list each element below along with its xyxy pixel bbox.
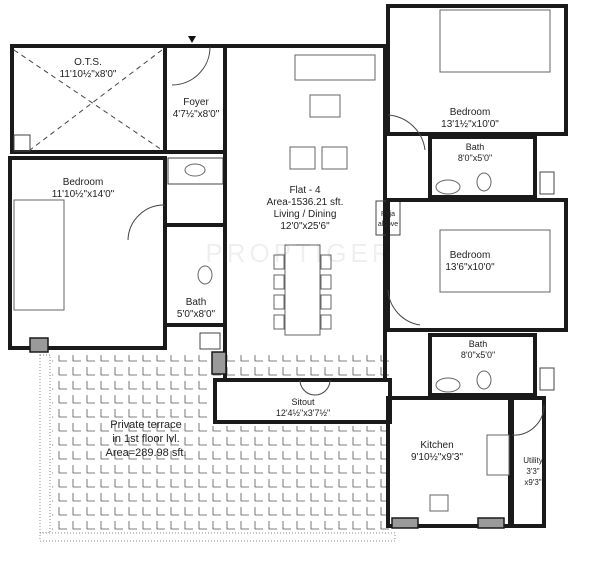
utility [510,396,546,528]
bedroom-mid-right [386,198,568,332]
bath-top-right-label: Bath [466,142,485,152]
bath-mid-right-label: Bath [469,339,488,349]
bedroom-left-label: Bedroom [63,177,104,188]
dining-table-icon [284,244,321,336]
flat-name: Flat - 4 [289,185,321,196]
toilet-icon [476,370,492,390]
bedroom-top-right [386,4,568,136]
sofa-icon [294,54,376,81]
living-size: 12'0"x25'6" [280,221,330,232]
bath-top-right [428,135,537,199]
ots-label: O.T.S. [74,57,102,68]
bedroom-mid-right-size: 13'6"x10'0" [445,262,495,273]
bed-icon [439,9,551,73]
bath-left-label: Bath [186,297,207,308]
kitchen-size: 9'10½"x9'3" [411,452,464,463]
bath-mid-right [428,333,537,397]
door-swing-icon [171,46,211,86]
terrace-label-1: Private terrace [110,419,182,431]
living-label: Living / Dining [274,209,337,220]
utility-label: Utility [523,456,543,465]
bedroom-mid-right-label: Bedroom [450,250,491,261]
sitout-label: Sitout [291,397,315,407]
armchair-icon [321,146,348,170]
window-grilles [29,337,505,529]
sitout-size: 12'4½"x3'7½" [276,408,330,418]
sink-icon [429,494,449,512]
puja-label: Puja [381,211,395,218]
entrance-arrow-icon [188,36,196,43]
terrace-label-2: in 1st floor lvl. [112,433,179,445]
shaft-icon [13,134,31,152]
bath-top-right-size: 8'0"x5'0" [458,153,492,163]
kitchen-label: Kitchen [420,440,453,451]
bed-icon [13,199,65,311]
flat-area: Area-1536.21 sft. [267,197,344,208]
bath-left-size: 5'0"x8'0" [177,309,216,320]
bathtub-icon [435,179,461,195]
private-terrace [39,354,396,542]
coffee-table-icon [309,94,341,118]
foyer-size: 4'7½"x8'0" [173,109,220,120]
toilet-icon [197,265,213,285]
bath-mid-right-size: 8'0"x5'0" [461,350,495,360]
bedroom-top-right-size: 13'1½"x10'0" [441,119,499,130]
utility-size-2: x9'3" [524,478,541,487]
puja-size: alcove [378,221,398,228]
bed-icon [439,229,551,293]
toilet-icon [476,172,492,192]
ots-size: 11'10½"x8'0" [60,69,117,80]
bathtub-icon [435,377,461,393]
washbasin-icon [184,163,206,177]
door-swing-icon [127,204,166,241]
armchair-icon [289,146,316,170]
dining-chairs [273,254,332,330]
stove-icon [486,434,510,476]
utility-size: 3'3" [526,467,539,476]
bedroom-top-right-label: Bedroom [450,107,491,118]
watermark: PROPTIGER [205,238,394,268]
bedroom-left-size: 11'10½"x14'0" [52,189,115,200]
foyer-label: Foyer [183,97,209,108]
terrace-area: Area=289.98 sft. [105,447,186,459]
